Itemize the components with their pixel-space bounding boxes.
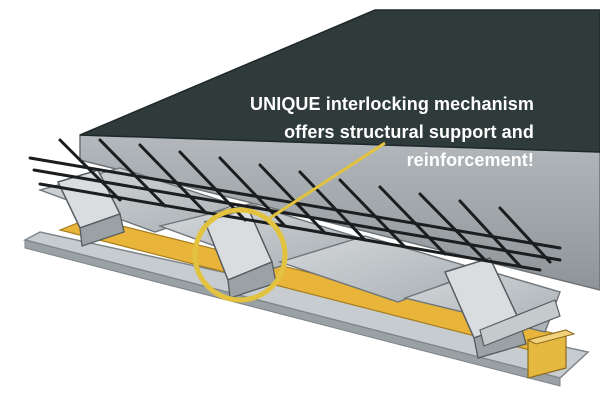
callout-text: UNIQUE interlocking mechanism offers str… [234,90,534,174]
steel-joist-mid [204,207,277,299]
callout-line-1: UNIQUE interlocking mechanism [250,94,534,114]
highlight-ring-icon [192,207,288,303]
steel-joist-right [443,257,561,359]
callout-line-3: reinforcement! [406,150,534,170]
callout-leader-line [269,141,386,220]
concrete-slab-top [79,9,600,153]
callout-line-2: offers structural support and [284,122,534,142]
steel-deck-sheet-edge [24,239,561,387]
end-block-top [526,329,576,345]
